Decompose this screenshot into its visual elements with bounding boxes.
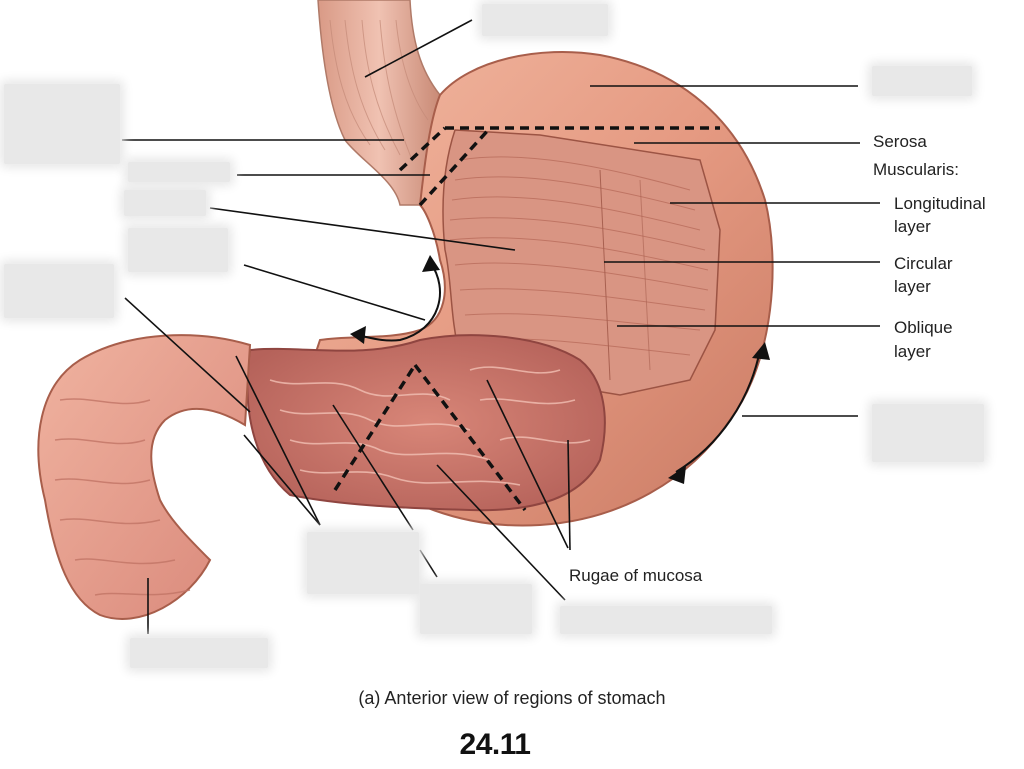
label-mask — [420, 584, 532, 634]
label-mask — [872, 404, 984, 462]
circular-label-line2: layer — [894, 277, 931, 296]
label-mask — [130, 638, 268, 668]
longitudinal-label: Longitudinal — [894, 194, 986, 213]
label-mask — [128, 162, 230, 182]
duodenum-folds — [54, 398, 191, 596]
label-mask — [872, 66, 972, 96]
duodenum — [37, 334, 252, 620]
label-mask — [4, 264, 114, 318]
figure-caption: (a) Anterior view of regions of stomach — [358, 688, 666, 708]
longitudinal-label-line2: layer — [894, 217, 931, 236]
rugae-label: Rugae of mucosa — [569, 566, 703, 585]
label-mask — [307, 532, 419, 594]
figure-number: 24.11 — [459, 728, 531, 761]
label-mask — [128, 228, 228, 272]
arrowheads — [350, 255, 770, 484]
circular-label: Circular — [894, 254, 953, 273]
label-mask — [560, 606, 772, 634]
label-mask — [4, 84, 120, 164]
rugae-folds — [269, 366, 591, 486]
serosa-label: Serosa — [873, 132, 927, 151]
region-boundaries — [333, 126, 720, 512]
label-mask — [482, 4, 608, 36]
muscularis-window — [442, 129, 721, 396]
label-mask — [124, 190, 206, 216]
muscle-fibers — [449, 156, 709, 381]
oblique-label: Oblique — [894, 318, 953, 337]
muscularis-label: Muscularis: — [873, 160, 959, 179]
leader-lines — [122, 19, 880, 634]
curvature-arrows — [357, 261, 761, 473]
oblique-label-line2: layer — [894, 342, 931, 361]
mucosa-interior — [246, 334, 606, 512]
